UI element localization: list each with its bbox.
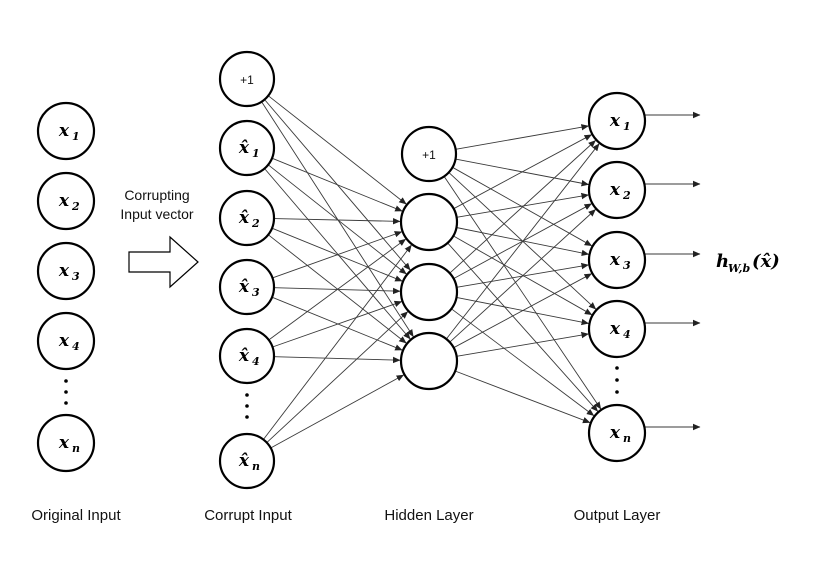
hidden-layer-label: Hidden Layer [384, 507, 473, 524]
output-arrows [645, 111, 701, 431]
original-node-1: x 1 [36, 101, 96, 161]
output-node-3: x 3 [587, 230, 647, 290]
corrupt-node-2: x̂ 2 [218, 189, 276, 247]
output-node-2-sub: 2 [622, 189, 631, 202]
original-node-n-label: x [58, 433, 70, 453]
hidden-bias-node: +1 [400, 125, 458, 183]
connections [261, 95, 602, 449]
output-node-3-sub: 3 [623, 259, 631, 272]
edge-input-1-to-hidden-1 [267, 164, 407, 275]
edge-input-4-to-hidden-2 [273, 356, 401, 364]
edge-input-0-to-hidden-0 [267, 95, 407, 205]
original-node-3: x 3 [36, 241, 96, 301]
original-node-1-label: x [58, 121, 70, 141]
original-node-n-sub: n [72, 442, 80, 455]
hidden-layer-column: +1 [399, 125, 459, 391]
hidden-unit-1 [399, 192, 459, 252]
arrow-caption-line-1: Corrupting [124, 187, 189, 203]
original-node-1-sub: 1 [72, 130, 80, 143]
output-node-2: x 2 [587, 160, 647, 220]
edge-input-5-to-hidden-2 [270, 374, 405, 449]
corrupt-input-label: Corrupt Input [204, 507, 292, 524]
output-function-arg: (x̂) [752, 251, 780, 272]
output-layer-column: x 1 x 2 x 3 x 4 x n [587, 91, 647, 463]
output-function-label: h W,b (x̂) [716, 251, 780, 275]
edge-input-5-to-hidden-1 [266, 311, 409, 443]
output-node-2-label: x [609, 180, 621, 200]
corrupt-bias-node: +1 [218, 50, 276, 108]
corrupt-node-n-sub: n [252, 460, 260, 473]
edge-input-5-to-hidden-0 [263, 244, 412, 440]
edge-input-1-to-hidden-2 [264, 168, 411, 340]
original-input-label: Original Input [31, 507, 121, 524]
edge-input-1-to-hidden-0 [271, 157, 403, 212]
output-node-4-label: x [609, 319, 621, 339]
corrupt-node-3-label: x̂ [238, 277, 250, 297]
edge-input-3-to-hidden-2 [271, 296, 403, 351]
edge-input-3-to-hidden-0 [272, 231, 403, 279]
original-ellipsis [64, 379, 68, 405]
edge-hidden-3-to-output-2 [453, 273, 592, 349]
corrupt-node-1: x̂ 1 [218, 119, 276, 177]
edge-hidden-0-to-output-0 [455, 124, 589, 150]
output-ellipsis [615, 366, 619, 394]
output-function-sub: W,b [728, 262, 750, 275]
corrupt-node-3-sub: 3 [252, 286, 260, 299]
corrupt-node-3: x̂ 3 [218, 258, 276, 316]
corrupt-node-n: x̂ n [218, 432, 276, 490]
corrupt-node-2-sub: 2 [251, 217, 260, 230]
output-node-1-sub: 1 [623, 120, 631, 133]
output-layer-label: Output Layer [574, 507, 661, 524]
edge-hidden-2-to-output-4 [451, 308, 595, 416]
edge-hidden-3-to-output-3 [456, 331, 589, 357]
original-node-3-sub: 3 [72, 270, 80, 283]
corrupt-node-4-label: x̂ [238, 346, 250, 366]
original-node-4: x 4 [36, 311, 96, 371]
output-node-1: x 1 [587, 91, 647, 151]
original-node-2-sub: 2 [71, 200, 80, 213]
output-node-4: x 4 [587, 299, 647, 359]
output-node-3-label: x [609, 250, 621, 270]
corrupt-node-4-sub: 4 [252, 355, 260, 368]
edge-input-4-to-hidden-1 [272, 300, 403, 348]
original-node-n: x n [36, 413, 96, 473]
corrupt-node-4: x̂ 4 [218, 327, 276, 385]
edge-input-2-to-hidden-2 [267, 234, 407, 344]
arrow-caption-line-2: Input vector [120, 206, 193, 222]
output-node-4-sub: 4 [623, 328, 631, 341]
edge-input-2-to-hidden-0 [273, 218, 401, 225]
corrupt-node-1-sub: 1 [252, 147, 260, 160]
edge-hidden-2-to-output-0 [449, 140, 596, 274]
corrupt-node-2-label: x̂ [238, 208, 250, 228]
corrupt-node-n-label: x̂ [238, 451, 250, 471]
edge-hidden-3-to-output-1 [449, 209, 596, 343]
edge-input-4-to-hidden-0 [268, 238, 407, 341]
output-function-base: h [716, 251, 729, 272]
hidden-unit-3 [399, 331, 459, 391]
output-node-n: x n [587, 403, 647, 463]
output-node-1-label: x [609, 111, 621, 131]
hidden-bias-label: +1 [422, 148, 436, 162]
original-node-2-label: x [58, 191, 70, 211]
edge-hidden-3-to-output-0 [445, 143, 600, 340]
edge-hidden-1-to-output-4 [447, 242, 599, 412]
original-node-4-label: x [58, 331, 70, 351]
original-node-4-sub: 4 [72, 340, 80, 353]
edge-hidden-1-to-output-1 [456, 192, 589, 218]
corrupt-node-1-label: x̂ [238, 138, 250, 158]
corrupting-arrow [128, 235, 199, 289]
edge-hidden-3-to-output-4 [454, 370, 591, 424]
output-node-n-label: x [609, 423, 621, 443]
original-input-column: x 1 x 2 x 3 x 4 x n [36, 101, 96, 473]
corrupt-bias-label: +1 [240, 73, 254, 87]
edge-hidden-1-to-output-0 [453, 134, 592, 210]
corrupt-ellipsis [245, 393, 249, 419]
corrupt-input-column: +1 x̂ 1 x̂ 2 x̂ 3 x̂ 4 x̂ [218, 50, 276, 490]
output-node-n-sub: n [623, 432, 631, 445]
original-node-3-label: x [58, 261, 70, 281]
original-node-2: x 2 [36, 171, 96, 231]
hidden-unit-2 [399, 262, 459, 322]
